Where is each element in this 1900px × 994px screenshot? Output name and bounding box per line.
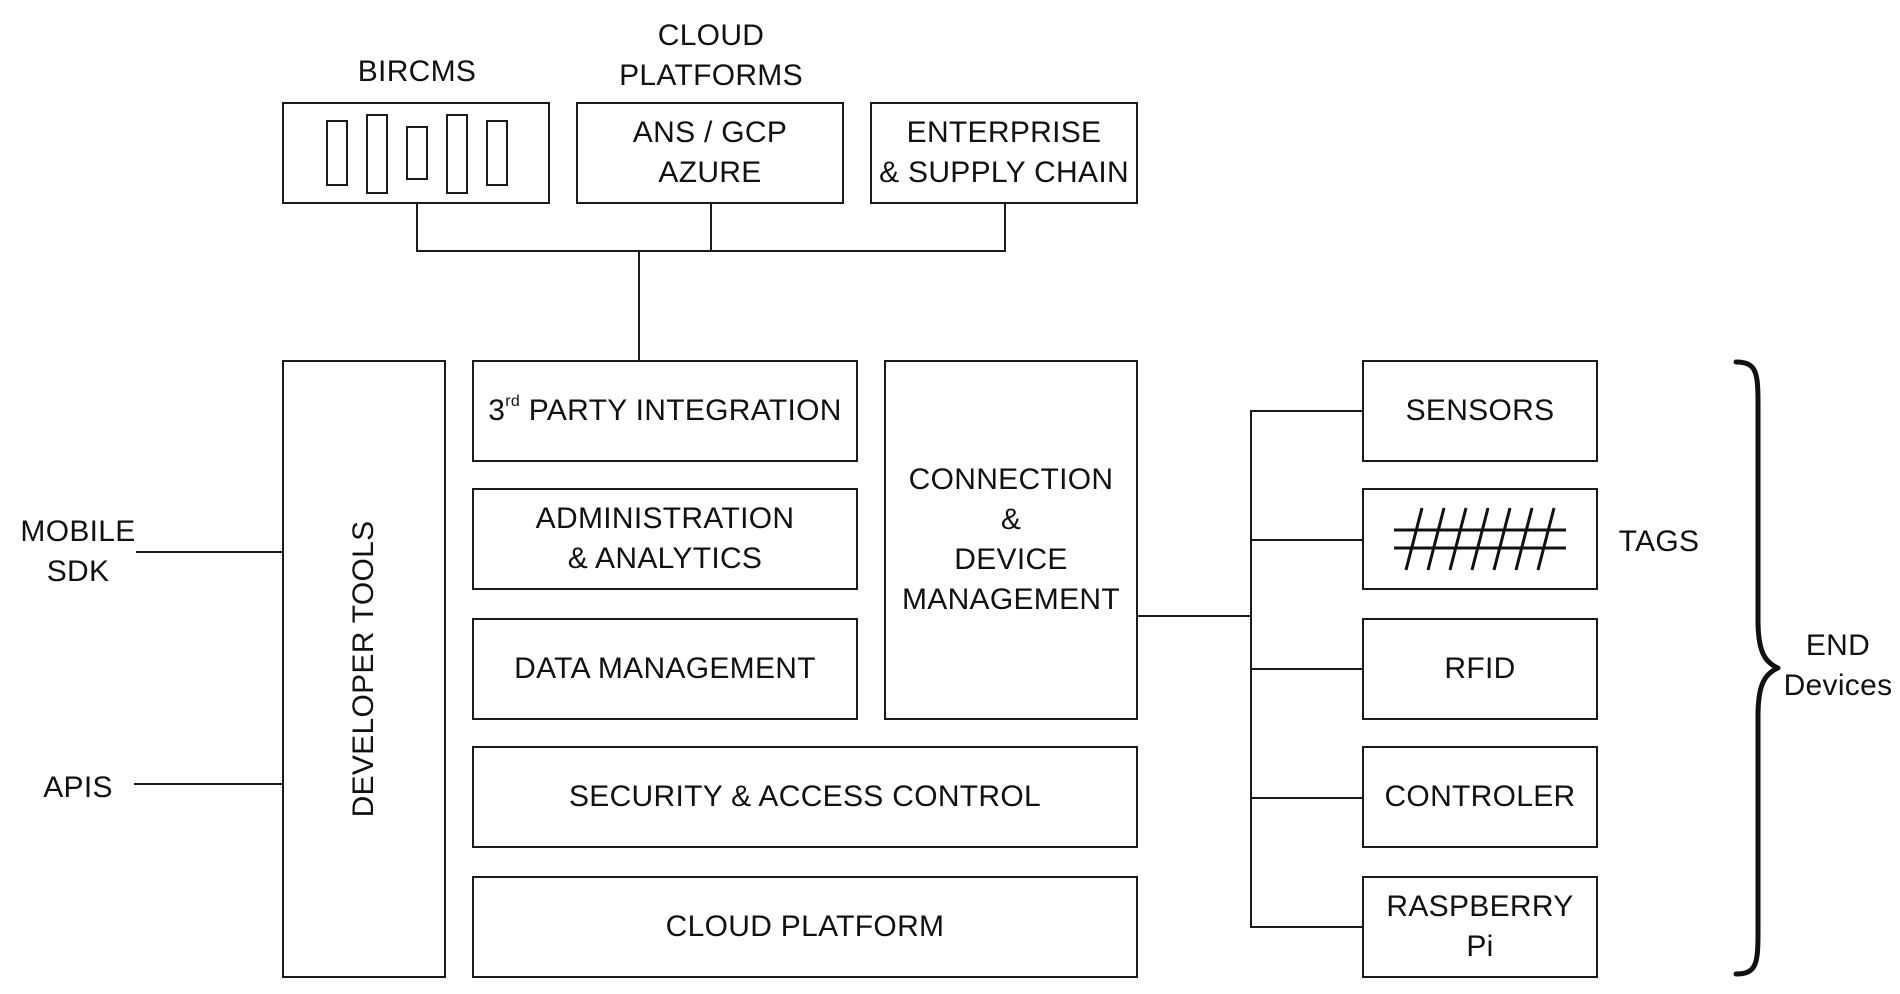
cloud-platform-box: CLOUD PLATFORM xyxy=(472,876,1138,978)
third-party-integration-box: 3rd PARTY INTEGRATION xyxy=(472,360,858,462)
developer-tools-label: DEVELOPER TOOLS xyxy=(347,520,381,818)
administration-analytics-box: ADMINISTRATION & ANALYTICS xyxy=(472,488,858,590)
bircms-bar-icon xyxy=(366,114,388,194)
bircms-bar-icon xyxy=(446,114,468,194)
raspberry-pi-box: RASPBERRY Pi xyxy=(1362,876,1598,978)
connector-tags xyxy=(1250,539,1364,541)
connector-to-third-party xyxy=(638,250,640,362)
end-devices-label: END Devices xyxy=(1783,629,1893,702)
hash-barcode-icon xyxy=(1394,507,1566,571)
connector-cloud-down xyxy=(710,204,712,252)
data-management-box: DATA MANAGEMENT xyxy=(472,618,858,720)
bircms-bar-icon xyxy=(326,120,348,186)
tags-box xyxy=(1362,488,1598,590)
tags-label: TAGS xyxy=(1618,525,1700,558)
bircms-bar-icon xyxy=(486,120,508,186)
connection-device-management-box: CONNECTION & DEVICE MANAGEMENT xyxy=(884,360,1138,720)
connector-enterprise-down xyxy=(1004,204,1006,252)
developer-tools-box: DEVELOPER TOOLS xyxy=(282,360,446,978)
connector-mobile-sdk xyxy=(136,551,282,553)
bircms-bar-icon xyxy=(406,126,428,180)
connector-apis xyxy=(134,783,282,785)
connector-bircms-down xyxy=(416,204,418,252)
enterprise-supply-chain-box: ENTERPRISE & SUPPLY CHAIN xyxy=(870,102,1138,204)
sensors-box: SENSORS xyxy=(1362,360,1598,462)
connector-top-bus xyxy=(416,250,1006,252)
bircms-box xyxy=(282,102,550,204)
cloud-platforms-box: ANS / GCP AZURE xyxy=(576,102,844,204)
connector-rfid xyxy=(1250,668,1364,670)
cloud-platforms-title: CLOUD PLATFORMS xyxy=(619,19,803,92)
curly-brace-icon xyxy=(1733,359,1781,977)
connector-device-management xyxy=(1138,615,1252,617)
rfid-box: RFID xyxy=(1362,618,1598,720)
controler-box: CONTROLER xyxy=(1362,746,1598,848)
mobile-sdk-label: MOBILE SDK xyxy=(20,515,136,588)
apis-label: APIS xyxy=(43,771,113,804)
connector-controler xyxy=(1250,797,1364,799)
security-access-control-box: SECURITY & ACCESS CONTROL xyxy=(472,746,1138,848)
bircms-title: BIRCMS xyxy=(357,55,477,88)
connector-sensors xyxy=(1250,410,1364,412)
connector-raspberry xyxy=(1250,926,1364,928)
